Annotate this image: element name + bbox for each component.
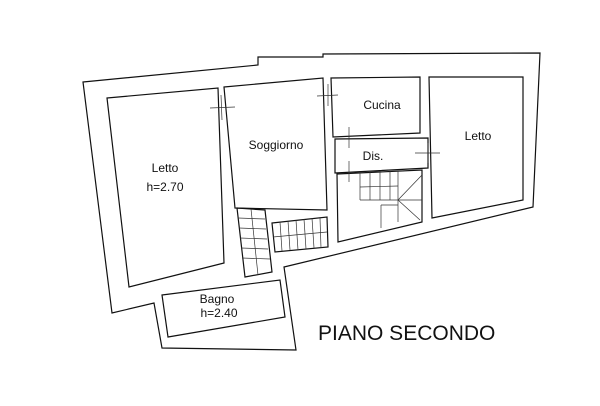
room-cucina [330,76,421,138]
lower-stair [271,216,329,253]
room-label-dis: Dis. [363,149,384,163]
room-label-soggiorno: Soggiorno [249,138,304,152]
room-label-bagno: Bagno [200,292,235,306]
outer-wall [82,52,541,351]
corridor-stair [236,207,273,278]
stair-area [336,169,423,243]
room-height-letto-left: h=2.70 [146,180,183,194]
room-soggiorno [223,77,328,211]
room-height-bagno: h=2.40 [200,306,237,320]
room-bagno [161,279,286,338]
door-marks [209,84,440,182]
room-letto-right [428,76,524,219]
room-label-letto-left: Letto [152,161,179,175]
floor-title: PIANO SECONDO [318,322,495,345]
room-letto-left [106,87,225,288]
room-label-letto-right: Letto [465,129,492,143]
room-disimpegno [334,137,429,174]
room-label-cucina: Cucina [363,98,401,112]
stair-treads [237,171,423,276]
